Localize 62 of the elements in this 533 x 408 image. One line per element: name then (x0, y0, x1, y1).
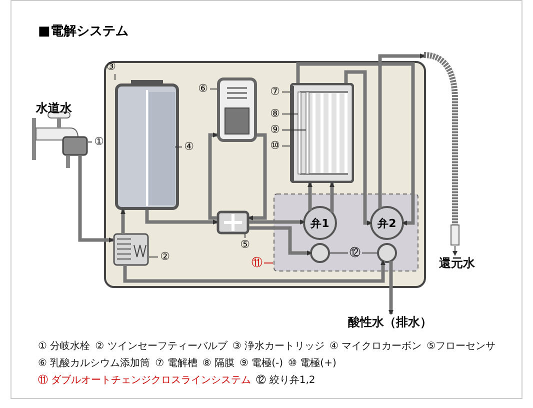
hose (424, 52, 462, 246)
electrode (306, 92, 309, 174)
pipe (378, 54, 425, 209)
legend-entry: ⑧ 隔膜 (202, 356, 234, 370)
callout-number: ① (92, 135, 106, 149)
legend-entry: ③ 浄水カートリッジ (232, 340, 324, 353)
pipe (248, 133, 267, 220)
membrane (298, 92, 301, 174)
electrode (290, 86, 294, 181)
pipe (120, 209, 126, 233)
legend-entry: ② ツインセーフティーバルブ (95, 340, 228, 353)
safety-valve (113, 233, 149, 266)
callout-number: ⑧ (268, 107, 282, 121)
leader-line (148, 256, 158, 258)
legend-entry: ① 分岐水栓 (38, 340, 90, 353)
legend-entry: ⑦ 電解槽 (155, 356, 198, 370)
pipe (308, 182, 312, 210)
electrolysis-tank (290, 83, 354, 183)
pipe (249, 226, 312, 256)
legend-entry: ⑩ 電極(+) (288, 356, 336, 370)
legend-entry: ⑫ 絞り弁1,2 (256, 374, 316, 387)
leader-line (362, 252, 378, 254)
filter-cartridge (115, 80, 179, 210)
inlet-label: 水道水 (36, 100, 72, 117)
callout-number: ③ (104, 60, 118, 74)
callout-number: ④ (182, 140, 196, 154)
leader-line (244, 234, 246, 238)
pipe (145, 210, 218, 224)
callout-number: ⑥ (196, 82, 210, 96)
branch-valve (62, 136, 88, 156)
pipe (208, 132, 218, 220)
leader-line (114, 74, 116, 80)
leader-line (210, 88, 218, 90)
pipe (344, 70, 372, 226)
legend-entry: ⑪ ダブルオートチェンジクロスラインシステム (38, 374, 252, 387)
pipe (388, 261, 394, 315)
pipe (296, 62, 415, 226)
callout-number: ⑫ (348, 246, 362, 260)
legend-entry: ⑤フローセンサ (426, 340, 496, 353)
legend-entry: ④ マイクロカーボン (329, 340, 422, 353)
callout-number: ⑤ (238, 238, 252, 252)
flow-sensor (217, 211, 249, 234)
diagram-title: ■電解システム (38, 23, 128, 40)
callout-number: ⑩ (268, 139, 282, 153)
pipe (249, 220, 306, 224)
leader-line (264, 262, 274, 264)
outlet-label: 還元水 (435, 255, 479, 271)
pipe (78, 156, 114, 242)
callout-number: ⑨ (268, 123, 282, 137)
legend-entry: ⑥ 乳酸カルシウム添加筒 (38, 356, 150, 370)
pipe (123, 260, 386, 283)
valve-unit-area (273, 193, 419, 272)
leader-line (174, 146, 182, 148)
carbon-filter (149, 92, 175, 205)
callout-number: ② (158, 250, 172, 264)
legend-entry: ⑨ 電極(-) (239, 356, 284, 370)
arrow (452, 246, 458, 256)
leader-line (330, 252, 348, 254)
pipe (330, 182, 334, 212)
callout-number: ⑪ (250, 256, 264, 270)
callout-number: ⑦ (268, 85, 282, 99)
outlet-label: 酸性水（排水） (340, 314, 440, 330)
